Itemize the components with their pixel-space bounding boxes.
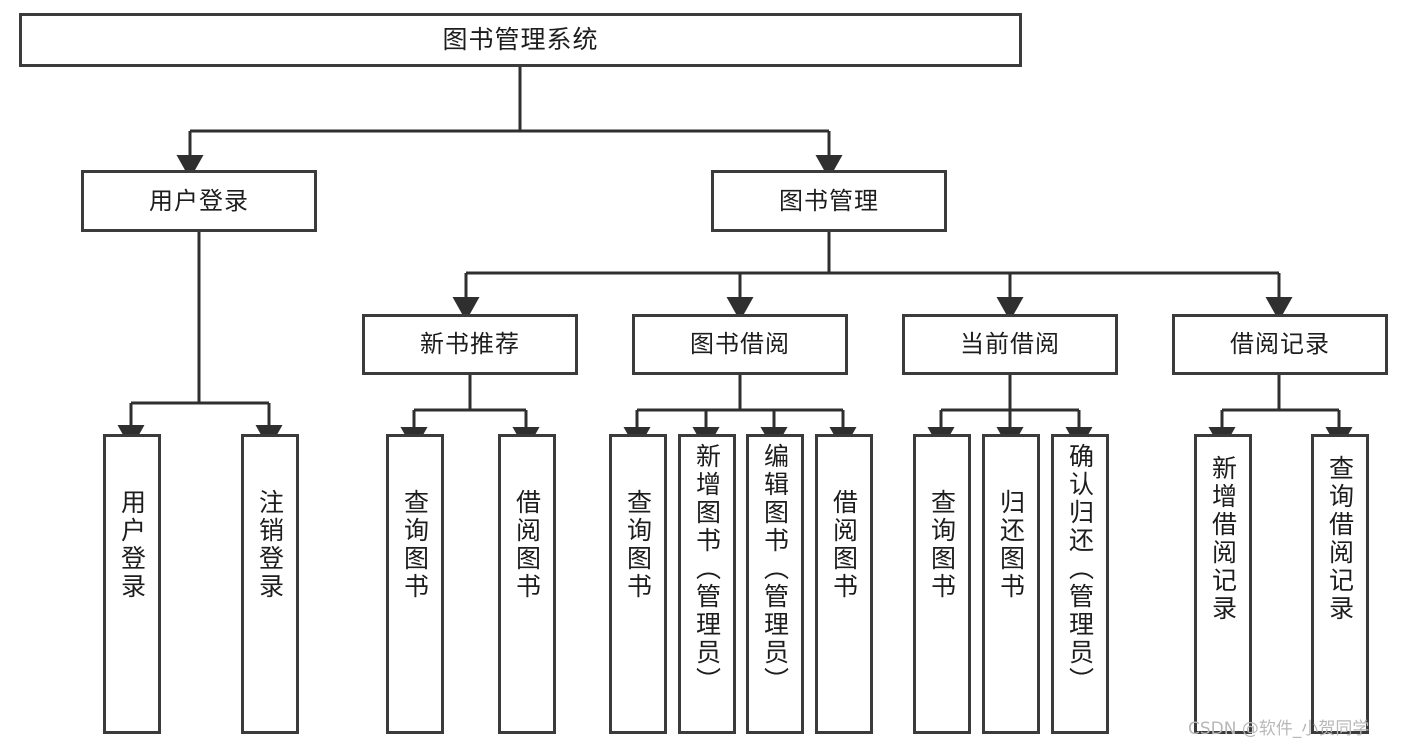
leaf-confirm-return-admin[interactable]: 确认归还（管理员）	[1051, 434, 1109, 734]
leaf-borrow-books-new[interactable]: 借阅图书	[498, 434, 556, 734]
node-label: 图书管理	[779, 186, 879, 215]
leaf-query-books-borrow[interactable]: 查询图书	[609, 434, 667, 734]
node-label: 新书推荐	[420, 330, 520, 359]
node-label: 查询图书	[927, 489, 957, 601]
leaf-return-books[interactable]: 归还图书	[982, 434, 1040, 734]
leaf-user-login[interactable]: 用户登录	[103, 434, 161, 734]
node-label: 查询图书	[400, 489, 430, 601]
node-user-login[interactable]: 用户登录	[81, 170, 317, 232]
node-borrowing-record[interactable]: 借阅记录	[1172, 314, 1388, 375]
node-label: 图书管理系统	[442, 25, 599, 55]
leaf-query-books-current[interactable]: 查询图书	[913, 434, 971, 734]
leaf-query-borrow-record[interactable]: 查询借阅记录	[1311, 434, 1369, 734]
node-label: 查询图书	[623, 489, 653, 601]
node-label: 查询借阅记录	[1325, 455, 1355, 623]
node-label: 用户登录	[149, 186, 249, 215]
leaf-logout[interactable]: 注销登录	[241, 434, 299, 734]
csdn-watermark: CSDN @软件_小贺同学	[1188, 719, 1370, 739]
node-label: 借阅图书	[829, 489, 859, 601]
node-current-borrowing[interactable]: 当前借阅	[902, 314, 1118, 375]
node-label: 新增图书（管理员）	[692, 443, 722, 695]
node-label: 归还图书	[996, 489, 1026, 601]
leaf-edit-book-admin[interactable]: 编辑图书（管理员）	[746, 434, 804, 734]
node-label: 借阅记录	[1230, 330, 1330, 359]
node-label: 新增借阅记录	[1208, 455, 1238, 623]
node-label: 当前借阅	[960, 330, 1060, 359]
node-label: 借阅图书	[512, 489, 542, 601]
node-label: 图书借阅	[690, 330, 790, 359]
node-label: 注销登录	[255, 489, 285, 601]
leaf-borrow-books[interactable]: 借阅图书	[815, 434, 873, 734]
leaf-query-books-new[interactable]: 查询图书	[386, 434, 444, 734]
node-book-borrowing[interactable]: 图书借阅	[632, 314, 848, 375]
leaf-add-borrow-record[interactable]: 新增借阅记录	[1194, 434, 1252, 734]
node-label: 编辑图书（管理员）	[760, 443, 790, 695]
leaf-add-book-admin[interactable]: 新增图书（管理员）	[678, 434, 736, 734]
node-label: 用户登录	[117, 489, 147, 601]
node-new-book-recommendation[interactable]: 新书推荐	[362, 314, 578, 375]
node-label: 确认归还（管理员）	[1065, 443, 1095, 695]
node-book-management[interactable]: 图书管理	[711, 170, 947, 232]
node-book-management-system[interactable]: 图书管理系统	[19, 13, 1022, 67]
